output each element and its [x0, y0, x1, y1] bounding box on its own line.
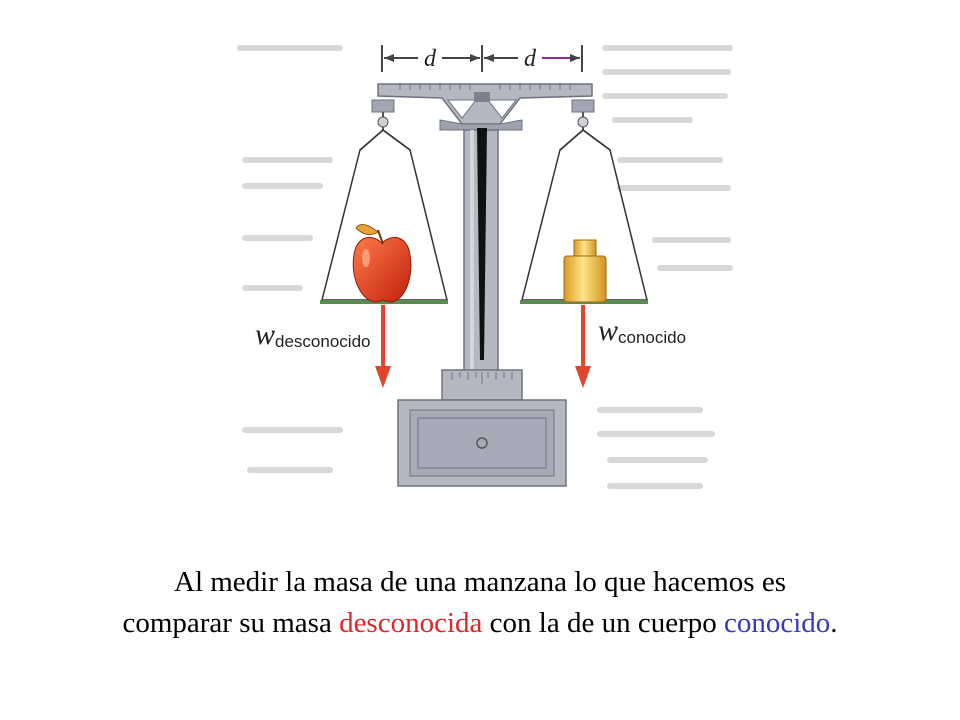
caption-line-2-middle: con la de un cuerpo: [482, 607, 724, 639]
force-arrow-right: [575, 305, 591, 388]
balance-base: [397, 369, 567, 487]
caption: Al medir la masa de una manzana lo que h…: [0, 562, 960, 644]
right-hanger: [571, 99, 595, 130]
caption-line-2: comparar su masa desconocida con la de u…: [0, 603, 960, 644]
caption-line-1: Al medir la masa de una manzana lo que h…: [174, 566, 786, 598]
left-hanger: [371, 99, 395, 130]
caption-line-2-end: .: [830, 607, 838, 639]
background-text-ghosts: [237, 45, 733, 489]
base-knob: [476, 437, 488, 449]
caption-unknown-word: desconocida: [339, 607, 483, 639]
arm-label-left: d: [424, 46, 437, 72]
arm-dimension: d d: [381, 45, 583, 72]
caption-known-word: conocido: [723, 607, 831, 639]
balance-column: [463, 128, 499, 373]
force-arrow-left: [375, 305, 391, 388]
balance-beam: [377, 83, 593, 131]
brass-weight: [563, 239, 607, 303]
weight-label-known: wconocido: [598, 314, 686, 347]
caption-line-2-start: comparar su masa: [122, 607, 340, 639]
apple: [352, 224, 412, 303]
arm-label-right: d: [524, 46, 537, 72]
weight-label-unknown: wdesconocido: [255, 318, 370, 351]
pointer-needle: [477, 128, 487, 360]
